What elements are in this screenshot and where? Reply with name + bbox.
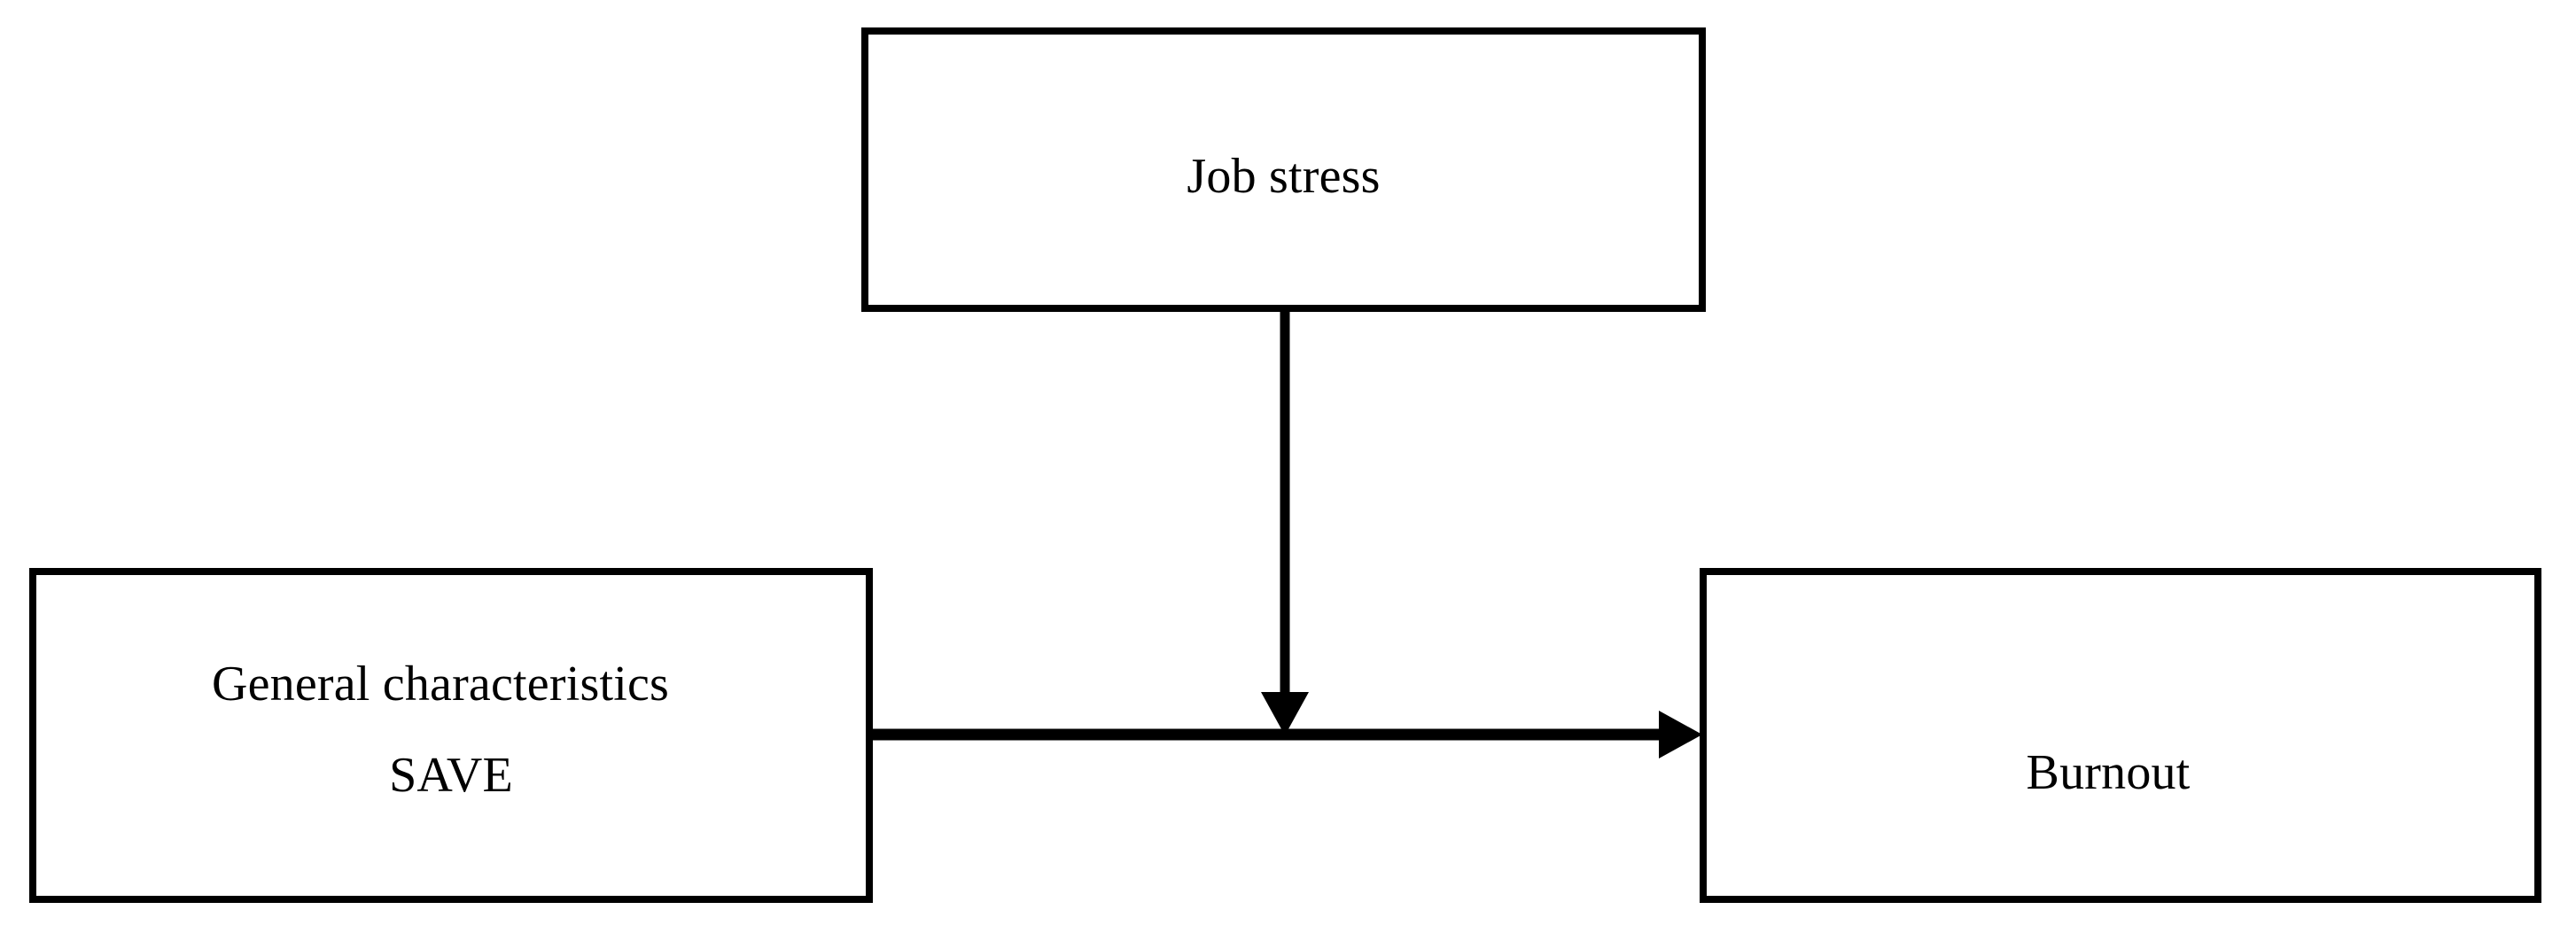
node-burnout: Burnout xyxy=(1700,568,2541,903)
node-job-stress-label: Job stress xyxy=(1187,149,1381,205)
moderator-arrow-head xyxy=(1261,692,1309,735)
main-arrow-head xyxy=(1659,711,1702,758)
node-general-characteristics-label-line2: SAVE xyxy=(389,748,513,803)
node-general-characteristics: General characteristics SAVE xyxy=(29,568,873,903)
moderator-arrow xyxy=(1261,312,1309,735)
node-general-characteristics-labels: General characteristics SAVE xyxy=(212,658,680,803)
main-arrow xyxy=(873,711,1702,758)
node-job-stress: Job stress xyxy=(861,27,1706,312)
node-general-characteristics-label-line1: General characteristics xyxy=(211,657,670,712)
node-burnout-label: Burnout xyxy=(2026,744,2191,800)
